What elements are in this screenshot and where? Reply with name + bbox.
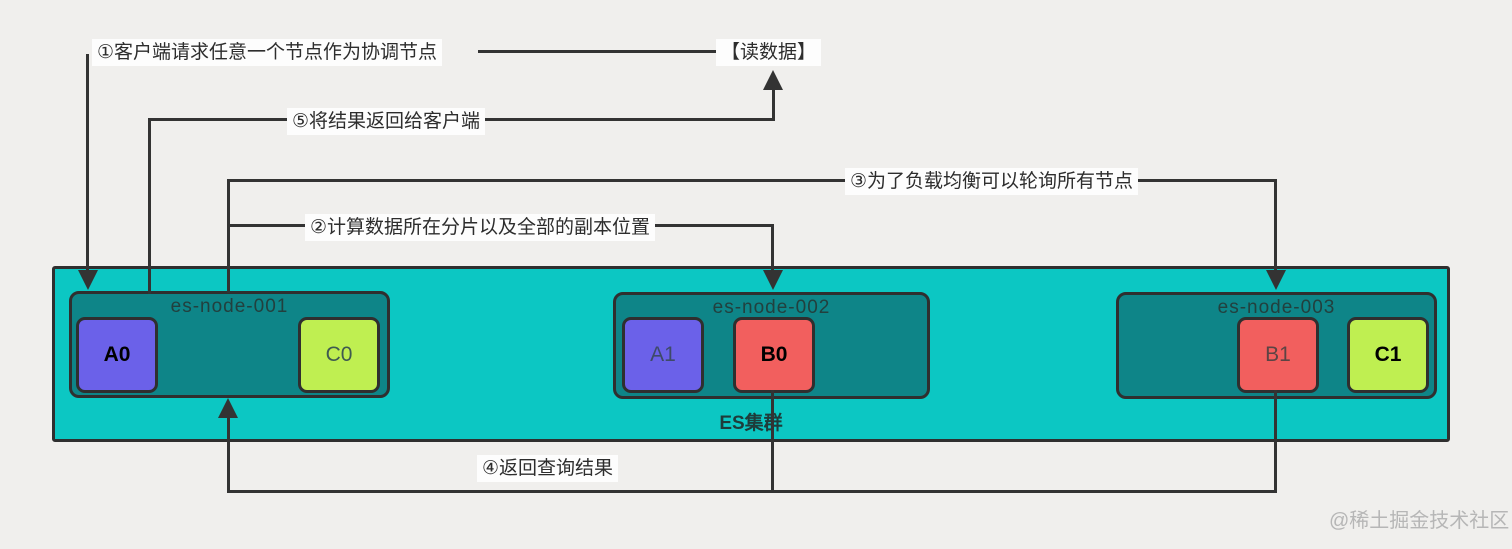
node-name: es-node-003 <box>1217 297 1336 318</box>
step4-horizontal-line <box>227 490 1277 493</box>
shard-b1: B1 <box>1237 317 1319 393</box>
step3-down-line <box>1274 179 1277 274</box>
step4-arrowhead-icon <box>218 398 238 418</box>
step2-label: ②计算数据所在分片以及全部的副本位置 <box>305 214 656 241</box>
step3-label: ③为了负载均衡可以轮询所有节点 <box>845 168 1139 195</box>
shard-c0: C0 <box>298 317 380 393</box>
step1-down-line <box>86 54 89 276</box>
step1-label: ①客户端请求任意一个节点作为协调节点 <box>92 39 443 66</box>
step1-to-readdata-line <box>478 50 718 53</box>
es-cluster-label: ES集群 <box>719 413 783 434</box>
node-name: es-node-002 <box>712 297 831 318</box>
step1-arrowhead-icon <box>78 270 98 290</box>
step5-label: ⑤将结果返回给客户端 <box>287 108 486 135</box>
step3-horizontal-line <box>227 179 1277 182</box>
junction-vertical-line <box>227 179 230 293</box>
watermark: @稀土掘金技术社区 <box>1329 510 1510 532</box>
b0-return-line <box>771 390 774 493</box>
shard-b0: B0 <box>733 317 815 393</box>
step2-down-line <box>771 224 774 274</box>
step2-arrowhead-icon <box>763 270 783 290</box>
shard-a0: A0 <box>76 317 158 393</box>
step4-up-line <box>227 416 230 493</box>
read-data-label: 【读数据】 <box>716 39 822 66</box>
step5-arrowhead-icon <box>763 70 783 90</box>
step5-left-line <box>148 118 151 294</box>
shard-a1: A1 <box>622 317 704 393</box>
step5-up-line <box>772 86 775 121</box>
node-name: es-node-001 <box>170 296 289 317</box>
step4-label: ④返回查询结果 <box>477 455 619 482</box>
step3-arrowhead-icon <box>1266 270 1286 290</box>
b1-return-line <box>1274 390 1277 493</box>
shard-c1: C1 <box>1347 317 1429 393</box>
